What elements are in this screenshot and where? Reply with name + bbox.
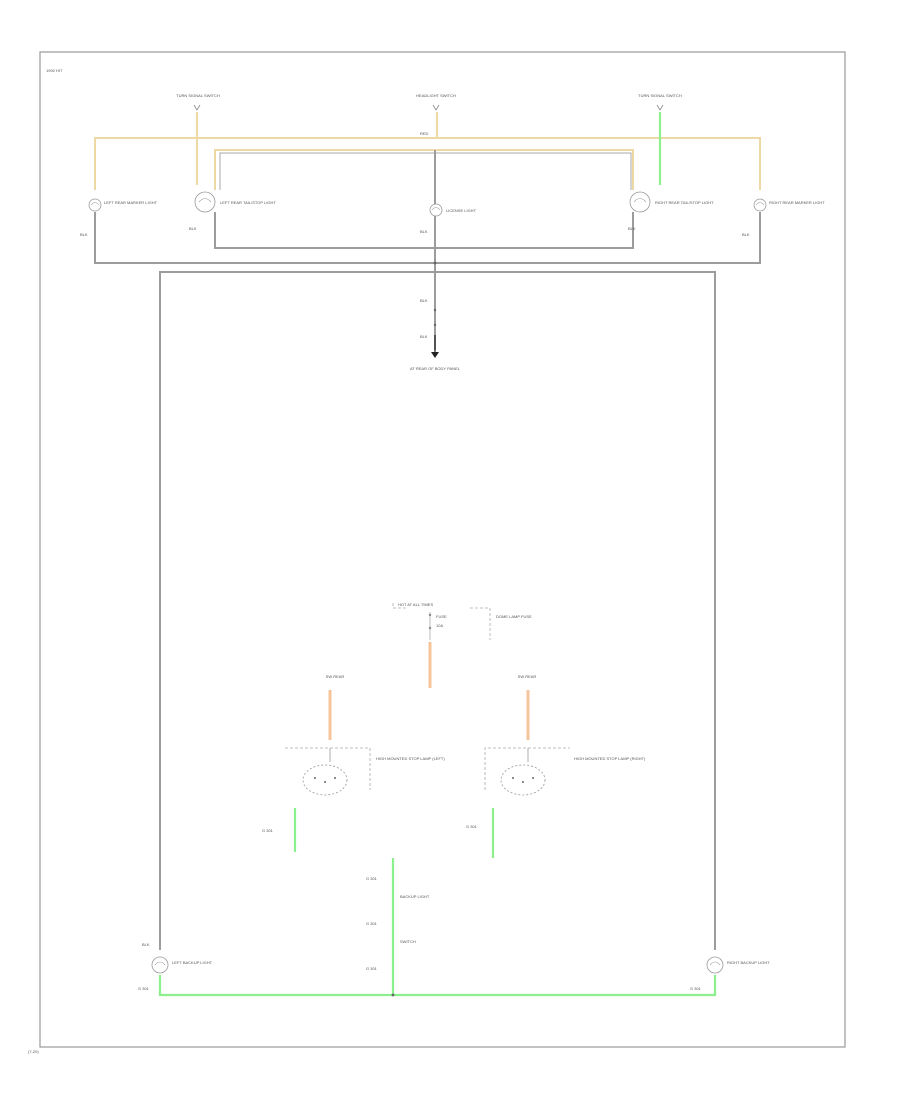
lamp-left-rear-side: [88, 198, 102, 212]
lamp-label-license: LICENSE LIGHT: [446, 208, 477, 213]
bottom-ground-label-left: G 301: [138, 986, 150, 991]
connector-label-3: BLK: [420, 229, 428, 234]
ground-label-center-3: G 301: [366, 966, 378, 971]
switch-label-left: TURN SIGNAL SWITCH: [176, 93, 220, 98]
bottom-junction: [391, 993, 395, 997]
switch-label-right: TURN SIGNAL SWITCH: [638, 93, 682, 98]
lamp-label-left-rear-tail: LEFT REAR TAIL/STOP LIGHT: [220, 200, 276, 205]
switch-label-center: HEADLIGHT SWITCH: [416, 93, 456, 98]
center-connector-label-1: BACKUP LIGHT: [400, 894, 430, 899]
switch-connectors: [193, 104, 664, 111]
lower-lamp-right-icon: [500, 748, 546, 796]
bottom-ground-label-right: G 301: [690, 986, 702, 991]
connector-label-1: BLK: [80, 232, 88, 237]
module-line-2: 10A: [436, 623, 443, 628]
footer-label: (7-20): [28, 1049, 39, 1054]
module-box: [392, 603, 408, 609]
lamp-right-backup: [706, 956, 724, 974]
lamp-left-backup: [151, 956, 169, 974]
lamp-label-left-rear-side: LEFT REAR MARKER LIGHT: [104, 200, 158, 205]
diagram-border: [39, 51, 846, 1048]
lamp-label-right-rear-side: RIGHT REAR MARKER LIGHT: [769, 200, 825, 205]
ground-label-center-2: G 301: [366, 921, 378, 926]
lamp-license: [429, 203, 443, 217]
center-connector-label-2: SWITCH: [400, 939, 416, 944]
lamp-label-right-rear-tail: RIGHT REAR TAIL/STOP LIGHT: [655, 200, 714, 205]
module-box-right: [470, 607, 491, 640]
lamp-left-rear-tail: [194, 191, 216, 213]
gray-wires: [94, 150, 761, 950]
corner-label: 1992 HIT: [46, 68, 63, 73]
lower-lamp-left-box: [285, 747, 371, 790]
connector-label-6: BLK: [420, 298, 428, 303]
green-bottom-bus: [158, 975, 717, 997]
module-line-1: FUSE: [436, 614, 447, 619]
module-side-label: DOME LAMP FUSE: [496, 614, 532, 619]
source-label-right: SW REAR: [518, 674, 537, 679]
lower-lamp-right-label: HIGH MOUNTED STOP LAMP (RIGHT): [574, 756, 646, 761]
connector-label-8: BLK: [142, 942, 150, 947]
lamp-right-rear-side: [753, 198, 767, 212]
fuse-icon: [428, 612, 432, 640]
source-label-left: SW REAR: [326, 674, 345, 679]
yellow-wires: [94, 112, 761, 190]
lower-lamp-left-icon: [302, 748, 348, 796]
center-trunk-ground: [431, 261, 439, 358]
ground-label-lower-right: G 301: [466, 824, 478, 829]
ground-label: AT REAR OF BODY PANEL: [410, 366, 461, 371]
lower-lamp-left-label: HIGH MOUNTED STOP LAMP (LEFT): [376, 756, 445, 761]
lamp-right-rear-tail: [629, 191, 651, 213]
module-title: HOT AT ALL TIMES: [398, 602, 433, 607]
lower-lamp-right-box: [484, 747, 570, 790]
connector-label-5: BLK: [742, 232, 750, 237]
connector-label-4: BLK: [628, 226, 636, 231]
connector-label-0: RED: [420, 131, 429, 136]
ground-label-lower-left: G 301: [262, 828, 274, 833]
lamp-label-right-backup: RIGHT BACKUP LIGHT: [727, 960, 770, 965]
connector-label-2: BLK: [189, 226, 197, 231]
inner-return-wire: [219, 152, 632, 190]
lamp-label-left-backup: LEFT BACKUP LIGHT: [172, 960, 213, 965]
connector-label-7: BLK: [420, 334, 428, 339]
ground-label-center-1: G 301: [366, 876, 378, 881]
